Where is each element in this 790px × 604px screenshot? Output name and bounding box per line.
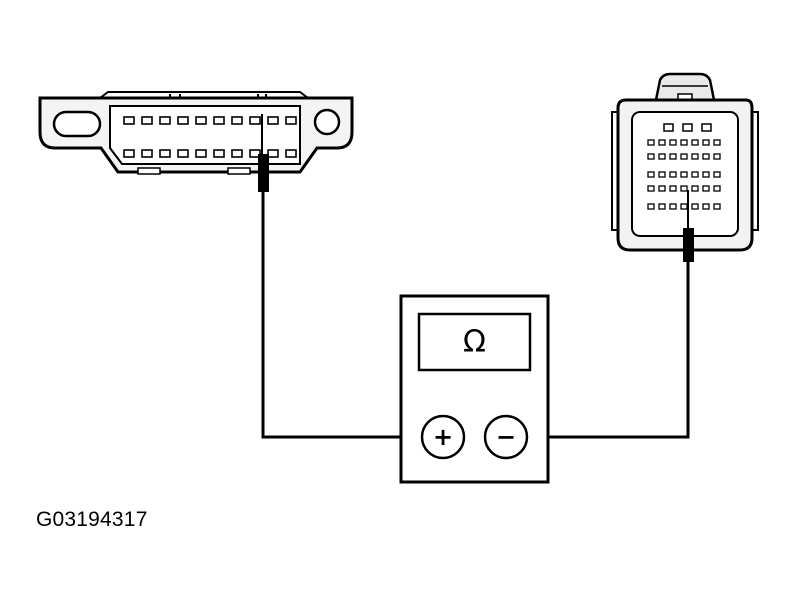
- positive-terminal: [420, 414, 466, 460]
- dlc-connector: [38, 91, 354, 175]
- multimeter-display: [417, 312, 532, 372]
- probe-tip-positive: [258, 154, 269, 192]
- wire-positive: [261, 192, 421, 439]
- module-connector: [611, 72, 759, 252]
- dlc-pin-row-top: [123, 116, 297, 125]
- negative-terminal-label: −: [496, 423, 516, 451]
- ohm-symbol: Ω: [463, 325, 486, 360]
- multimeter: Ω + −: [399, 294, 550, 484]
- module-pin-grid: [647, 139, 721, 210]
- test-lead-negative: [530, 190, 694, 439]
- negative-terminal: [483, 414, 529, 460]
- wire-negative: [530, 262, 690, 439]
- connector-latch: [654, 72, 716, 102]
- figure-id: G03194317: [36, 508, 148, 531]
- mounting-slot: [52, 110, 102, 138]
- probe-tip-negative: [683, 228, 694, 262]
- mounting-hole: [313, 108, 341, 136]
- dlc-pin-row-bottom: [123, 149, 297, 158]
- test-lead-positive: [258, 114, 421, 439]
- positive-terminal-label: +: [433, 423, 453, 451]
